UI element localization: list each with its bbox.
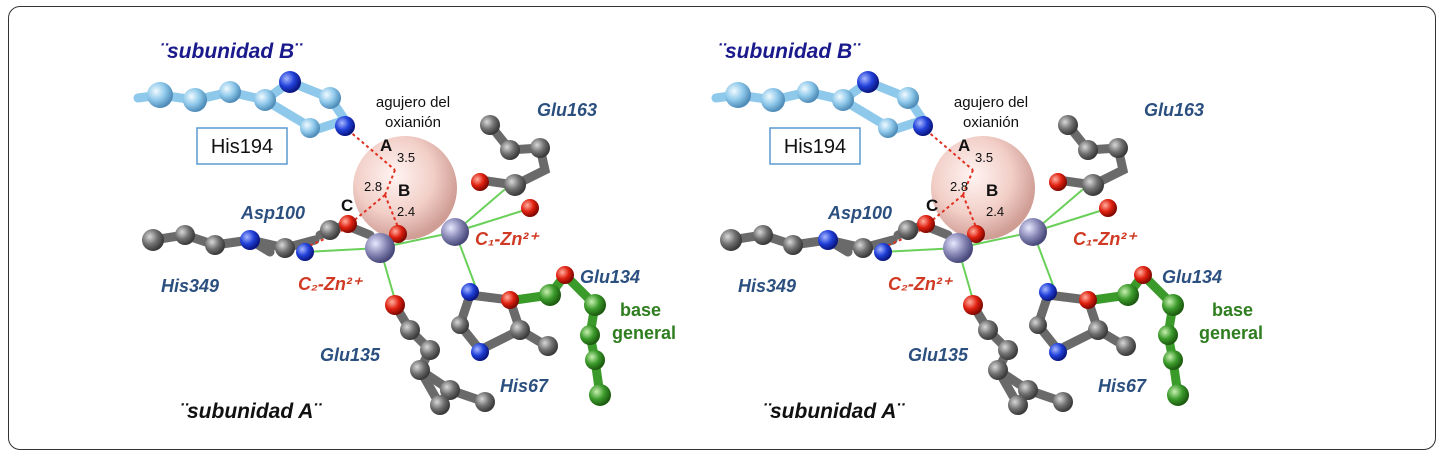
his194-box bbox=[196, 127, 288, 165]
oxyanion-hole-label-1: agujero del bbox=[376, 94, 450, 111]
distance-a: 3.5 bbox=[397, 150, 415, 165]
his349-label: His349 bbox=[738, 276, 796, 296]
distance-c: 2.8 bbox=[950, 179, 968, 194]
base-label-1: base bbox=[620, 300, 661, 320]
subunit-a-label: ¨subunidad A¨ bbox=[763, 400, 905, 423]
distance-b: 2.4 bbox=[397, 204, 415, 219]
base-label-1: base bbox=[1212, 300, 1253, 320]
distance-a: 3.5 bbox=[975, 150, 993, 165]
asp100-label: Asp100 bbox=[240, 203, 305, 223]
asp100-label: Asp100 bbox=[827, 203, 892, 223]
oxyanion-hole-label-2: oxianión bbox=[963, 114, 1019, 131]
his194-label: His194 bbox=[784, 136, 846, 158]
distance-b: 2.4 bbox=[986, 204, 1004, 219]
glu134-label: Glu134 bbox=[1162, 267, 1222, 287]
site-c-label: C bbox=[341, 196, 353, 215]
site-b-label: B bbox=[986, 181, 998, 200]
glu135-label: Glu135 bbox=[908, 345, 969, 365]
site-a-label: A bbox=[380, 136, 392, 155]
site-c-label: C bbox=[926, 196, 938, 215]
glu135-label: Glu135 bbox=[320, 345, 381, 365]
his194-label: His194 bbox=[211, 136, 273, 158]
his67-label: His67 bbox=[500, 376, 549, 396]
distance-c: 2.8 bbox=[364, 179, 382, 194]
c1-zn-label: C₁-Zn²⁺ bbox=[1073, 229, 1138, 249]
figure-frame bbox=[8, 6, 1436, 450]
stereo-panel-left: His194 ¨subunidad B¨ ¨subunidad A¨ aguje… bbox=[138, 40, 676, 423]
subunit-a-label: ¨subunidad A¨ bbox=[180, 400, 322, 423]
site-a-label: A bbox=[958, 136, 970, 155]
c2-zn-label: C₂-Zn²⁺ bbox=[298, 274, 364, 294]
his194-box bbox=[769, 127, 861, 165]
base-label-2: general bbox=[612, 323, 676, 343]
c2-zn-label: C₂-Zn²⁺ bbox=[888, 274, 954, 294]
stereo-panel-right: His194 ¨subunidad B¨ ¨subunidad A¨ aguje… bbox=[716, 40, 1263, 423]
glu163-label: Glu163 bbox=[1144, 100, 1204, 120]
subunit-b-label: ¨subunidad B¨ bbox=[160, 40, 303, 63]
oxyanion-hole-label-1: agujero del bbox=[954, 94, 1028, 111]
subunit-b-label: ¨subunidad B¨ bbox=[718, 40, 861, 63]
his67-label: His67 bbox=[1098, 376, 1147, 396]
glu134-label: Glu134 bbox=[580, 267, 640, 287]
c1-zn-label: C₁-Zn²⁺ bbox=[475, 229, 540, 249]
his349-label: His349 bbox=[161, 276, 219, 296]
glu163-label: Glu163 bbox=[537, 100, 597, 120]
base-label-2: general bbox=[1199, 323, 1263, 343]
site-b-label: B bbox=[398, 181, 410, 200]
oxyanion-hole-label-2: oxianión bbox=[385, 114, 441, 131]
